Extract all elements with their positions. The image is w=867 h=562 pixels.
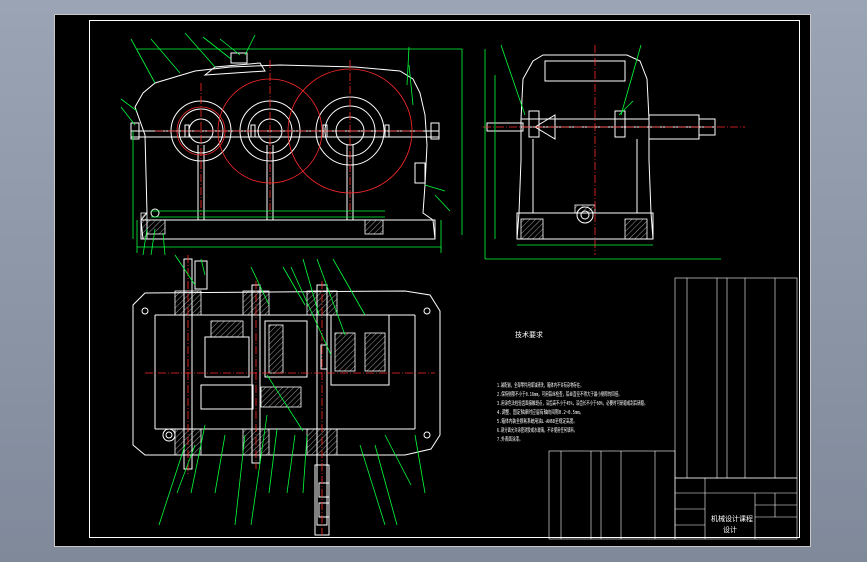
- technical-note: 6.剖分面允许涂密封胶或水玻璃，不许使用任何填料。: [497, 426, 577, 434]
- text-layer: 技术要求 1.装配前，全部零件用煤油清洗，箱体内不许有杂物存在。2.保持侧隙不小…: [497, 330, 753, 534]
- technical-note: 4.调整、固定轴承时应留有轴向间隙0.2~0.5mm。: [497, 408, 583, 416]
- drawing-border: [89, 20, 800, 538]
- technical-note: 2.保持侧隙不小于0.16mm，可用铅丝检查，铅丝直径不得大于最小侧隙的四倍。: [497, 390, 622, 398]
- notes-title: 技术要求: [515, 330, 543, 339]
- plan-view: [132, 254, 441, 536]
- parts-list: [674, 277, 798, 479]
- technical-note: 1.装配前，全部零件用煤油清洗，箱体内不许有杂物存在。: [497, 381, 583, 389]
- drawing-sheet: 技术要求 1.装配前，全部零件用煤油清洗，箱体内不许有杂物存在。2.保持侧隙不小…: [54, 14, 811, 547]
- technical-note: 7.外表面涂漆。: [497, 435, 523, 443]
- title-block-title: 机械设计课程: [711, 514, 753, 523]
- front-view: [120, 32, 463, 256]
- technical-note: 3.用涂色法检验齿面接触斑点，沿齿高不小于45%，沿齿长不小于60%，必要时可研…: [497, 399, 647, 407]
- technical-note: 5.箱体内装全损耗系统用油L-AN68至规定高度。: [497, 417, 577, 425]
- side-view: [483, 44, 745, 260]
- title-block-subtitle: 设计: [723, 525, 737, 534]
- title-block: [674, 477, 798, 540]
- technical-notes: 1.装配前，全部零件用煤油清洗，箱体内不许有杂物存在。2.保持侧隙不小于0.16…: [497, 381, 647, 443]
- cad-drawing: [120, 32, 798, 540]
